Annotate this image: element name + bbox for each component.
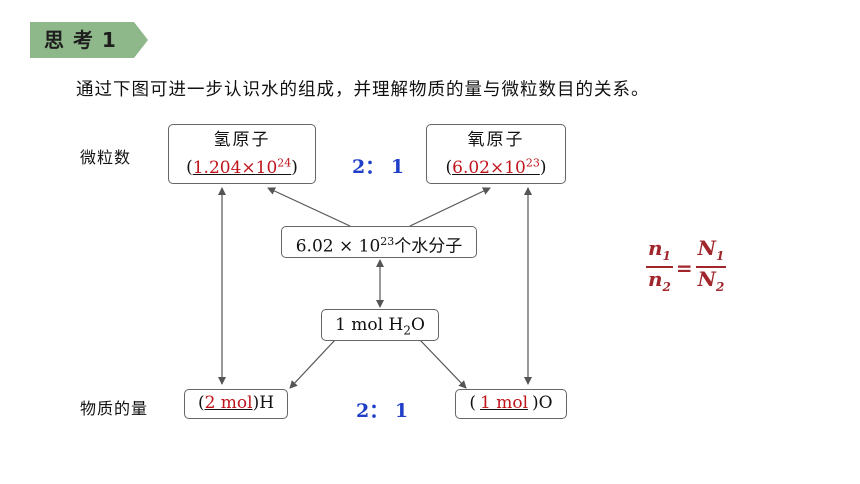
equals-sign: = bbox=[675, 256, 693, 280]
ratio-formula: n1 n2 = N1 N2 bbox=[646, 236, 727, 298]
mantissa: 1.204 bbox=[192, 157, 242, 178]
n2-sub: 2 bbox=[662, 280, 671, 294]
paren-open: ( bbox=[469, 393, 477, 413]
molecule-exponent: 23 bbox=[380, 235, 395, 248]
arrow-molecule-to-hydrogen bbox=[267, 187, 351, 227]
molecule-prefix: 6.02 × 10 bbox=[295, 236, 381, 257]
o-element: O bbox=[538, 393, 553, 413]
fraction-n: n1 n2 bbox=[646, 238, 673, 298]
paren-close: ) bbox=[539, 157, 547, 178]
arrow-mol-to-o bbox=[419, 339, 467, 389]
label-amount: 物质的量 bbox=[80, 399, 149, 418]
o-amount-value: 1 mol bbox=[480, 393, 529, 413]
hydrogen-count: (1.204×1024) bbox=[169, 152, 315, 179]
paren-close: ) bbox=[532, 393, 539, 413]
oxygen-count-value: 6.02×1023 bbox=[452, 156, 540, 178]
ratio-top: 2： 1 bbox=[352, 156, 405, 178]
mol-suffix: O bbox=[410, 315, 425, 335]
hydrogen-atom-box: 氢原子 (1.204×1024) bbox=[168, 124, 316, 184]
N1-sub: 1 bbox=[715, 249, 725, 263]
denominator-N2: N2 bbox=[696, 268, 727, 298]
o-amount-box: (1 mol)O bbox=[455, 389, 567, 419]
mol-prefix: 1 mol H bbox=[335, 315, 404, 335]
one-mol-water-box: 1 mol H2O bbox=[321, 309, 439, 341]
paren-close: ) bbox=[252, 393, 260, 413]
mol-sub: 2 bbox=[403, 323, 411, 338]
oxygen-title: 氧原子 bbox=[467, 130, 525, 150]
fraction-N: N1 N2 bbox=[695, 236, 727, 298]
N2-sub: 2 bbox=[715, 280, 725, 294]
o-amount-text: (1 mol)O bbox=[456, 390, 566, 417]
arrow-molecule-to-oxygen bbox=[409, 187, 491, 227]
h-amount-value: 2 mol bbox=[204, 393, 253, 413]
h-amount-box: (2 mol)H bbox=[184, 389, 288, 419]
arrow-mol-to-h bbox=[289, 339, 336, 389]
exponent: 23 bbox=[525, 156, 540, 169]
h-amount-text: (2 mol)H bbox=[185, 390, 287, 417]
mantissa: 6.02 bbox=[452, 157, 490, 178]
label-particle-count: 微粒数 bbox=[80, 148, 132, 167]
n2: n bbox=[648, 267, 663, 291]
denominator-n2: n2 bbox=[646, 268, 673, 298]
paren-open: ( bbox=[197, 393, 205, 413]
times-sign: × bbox=[489, 157, 505, 178]
hydrogen-title: 氢原子 bbox=[213, 130, 271, 150]
h-element: H bbox=[259, 393, 275, 413]
times-sign: × bbox=[241, 157, 256, 178]
base: 10 bbox=[504, 157, 526, 178]
one-mol-water-text: 1 mol H2O bbox=[322, 310, 438, 345]
water-molecule-box: 6.02 × 1023个水分子 bbox=[281, 226, 477, 258]
numerator-n1: n1 bbox=[646, 238, 673, 268]
ratio-bottom: 2： 1 bbox=[356, 400, 409, 422]
paren-open: ( bbox=[186, 157, 193, 178]
section-tag-label: 思 考 1 bbox=[44, 28, 117, 52]
N1: N bbox=[697, 236, 716, 260]
base: 10 bbox=[255, 157, 278, 178]
paren-open: ( bbox=[445, 157, 453, 178]
molecule-suffix: 个水分子 bbox=[394, 236, 463, 257]
exponent: 24 bbox=[277, 156, 292, 169]
oxygen-count: (6.02×1023) bbox=[427, 152, 565, 179]
n1-sub: 1 bbox=[662, 249, 671, 263]
hydrogen-count-value: 1.204×1024 bbox=[192, 156, 292, 178]
N2: N bbox=[697, 267, 716, 291]
paren-close: ) bbox=[291, 157, 298, 178]
n1: n bbox=[648, 236, 663, 260]
oxygen-atom-box: 氧原子 (6.02×1023) bbox=[426, 124, 566, 184]
section-tag bbox=[30, 22, 148, 58]
water-molecule-text: 6.02 × 1023个水分子 bbox=[282, 227, 476, 262]
intro-text: 通过下图可进一步认识水的组成，并理解物质的量与微粒数目的关系。 bbox=[76, 80, 650, 100]
numerator-N1: N1 bbox=[695, 236, 727, 268]
